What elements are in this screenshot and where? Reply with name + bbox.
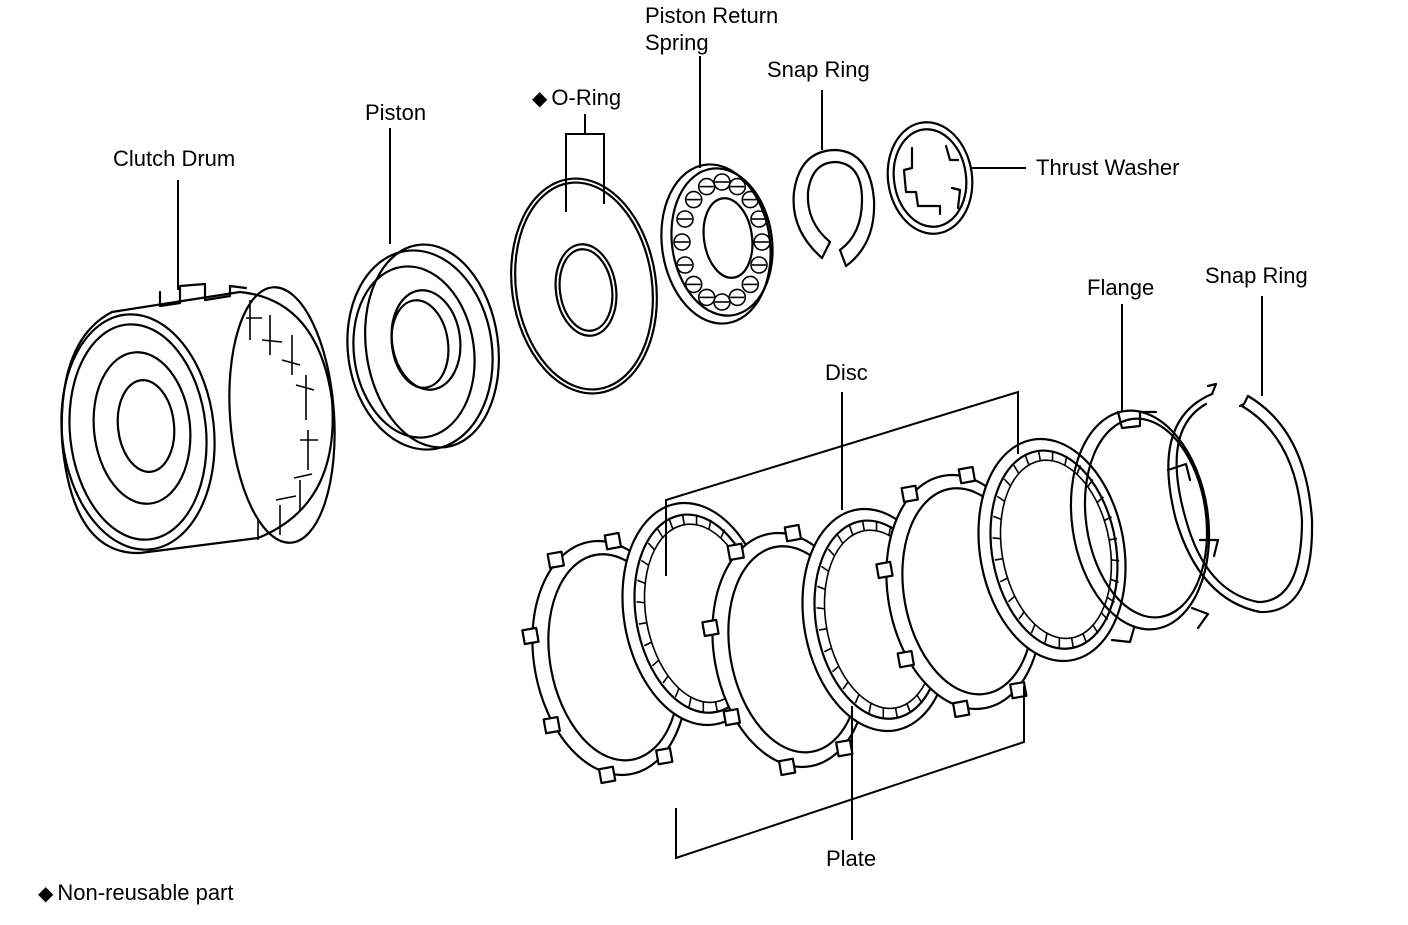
snap-ring-top xyxy=(792,148,876,268)
spring-coil xyxy=(684,190,703,209)
piston-return-spring xyxy=(660,163,774,325)
label-clutch-drum: Clutch Drum xyxy=(113,146,236,171)
flange xyxy=(1069,409,1220,644)
spring-coil xyxy=(741,275,760,294)
piston xyxy=(346,243,500,451)
spring-coil xyxy=(753,233,771,251)
label-piston: Piston xyxy=(365,100,427,125)
clutch-pack xyxy=(521,437,1127,785)
leader-lines xyxy=(177,56,1263,860)
o-ring-assembly xyxy=(510,177,658,395)
spring-coil xyxy=(750,210,768,228)
label-disc: Disc xyxy=(825,360,868,385)
spring-coil xyxy=(741,190,760,209)
label-snap-ring-top: Snap Ring xyxy=(767,57,870,82)
non-reusable-marker-icon: ◆ xyxy=(532,88,548,110)
spring-coil xyxy=(673,233,691,251)
snap-ring-right xyxy=(1167,382,1314,614)
spring-coil xyxy=(676,210,694,228)
label-piston-return-spring-line2: Spring xyxy=(645,30,709,55)
legend: ◆Non-reusable part xyxy=(38,880,234,905)
label-flange: Flange xyxy=(1087,275,1155,300)
spring-coil xyxy=(697,288,716,307)
label-snap-ring-right: Snap Ring xyxy=(1205,263,1308,288)
legend-text: Non-reusable part xyxy=(57,880,234,905)
clutch-disc xyxy=(977,437,1127,663)
label-thrust-washer: Thrust Washer xyxy=(1036,155,1180,180)
spring-coil xyxy=(728,177,747,196)
spring-coil xyxy=(750,256,768,274)
spring-coil xyxy=(684,275,703,294)
label-o-ring-text: O-Ring xyxy=(551,85,622,110)
label-plate: Plate xyxy=(826,846,877,871)
label-piston-return-spring-line1: Piston Return xyxy=(645,3,779,28)
spring-coil xyxy=(676,256,694,274)
label-o-ring: ◆O-Ring xyxy=(532,85,622,110)
legend-diamond-icon: ◆ xyxy=(38,883,54,905)
clutch-drum xyxy=(60,282,336,555)
thrust-washer xyxy=(886,121,974,235)
